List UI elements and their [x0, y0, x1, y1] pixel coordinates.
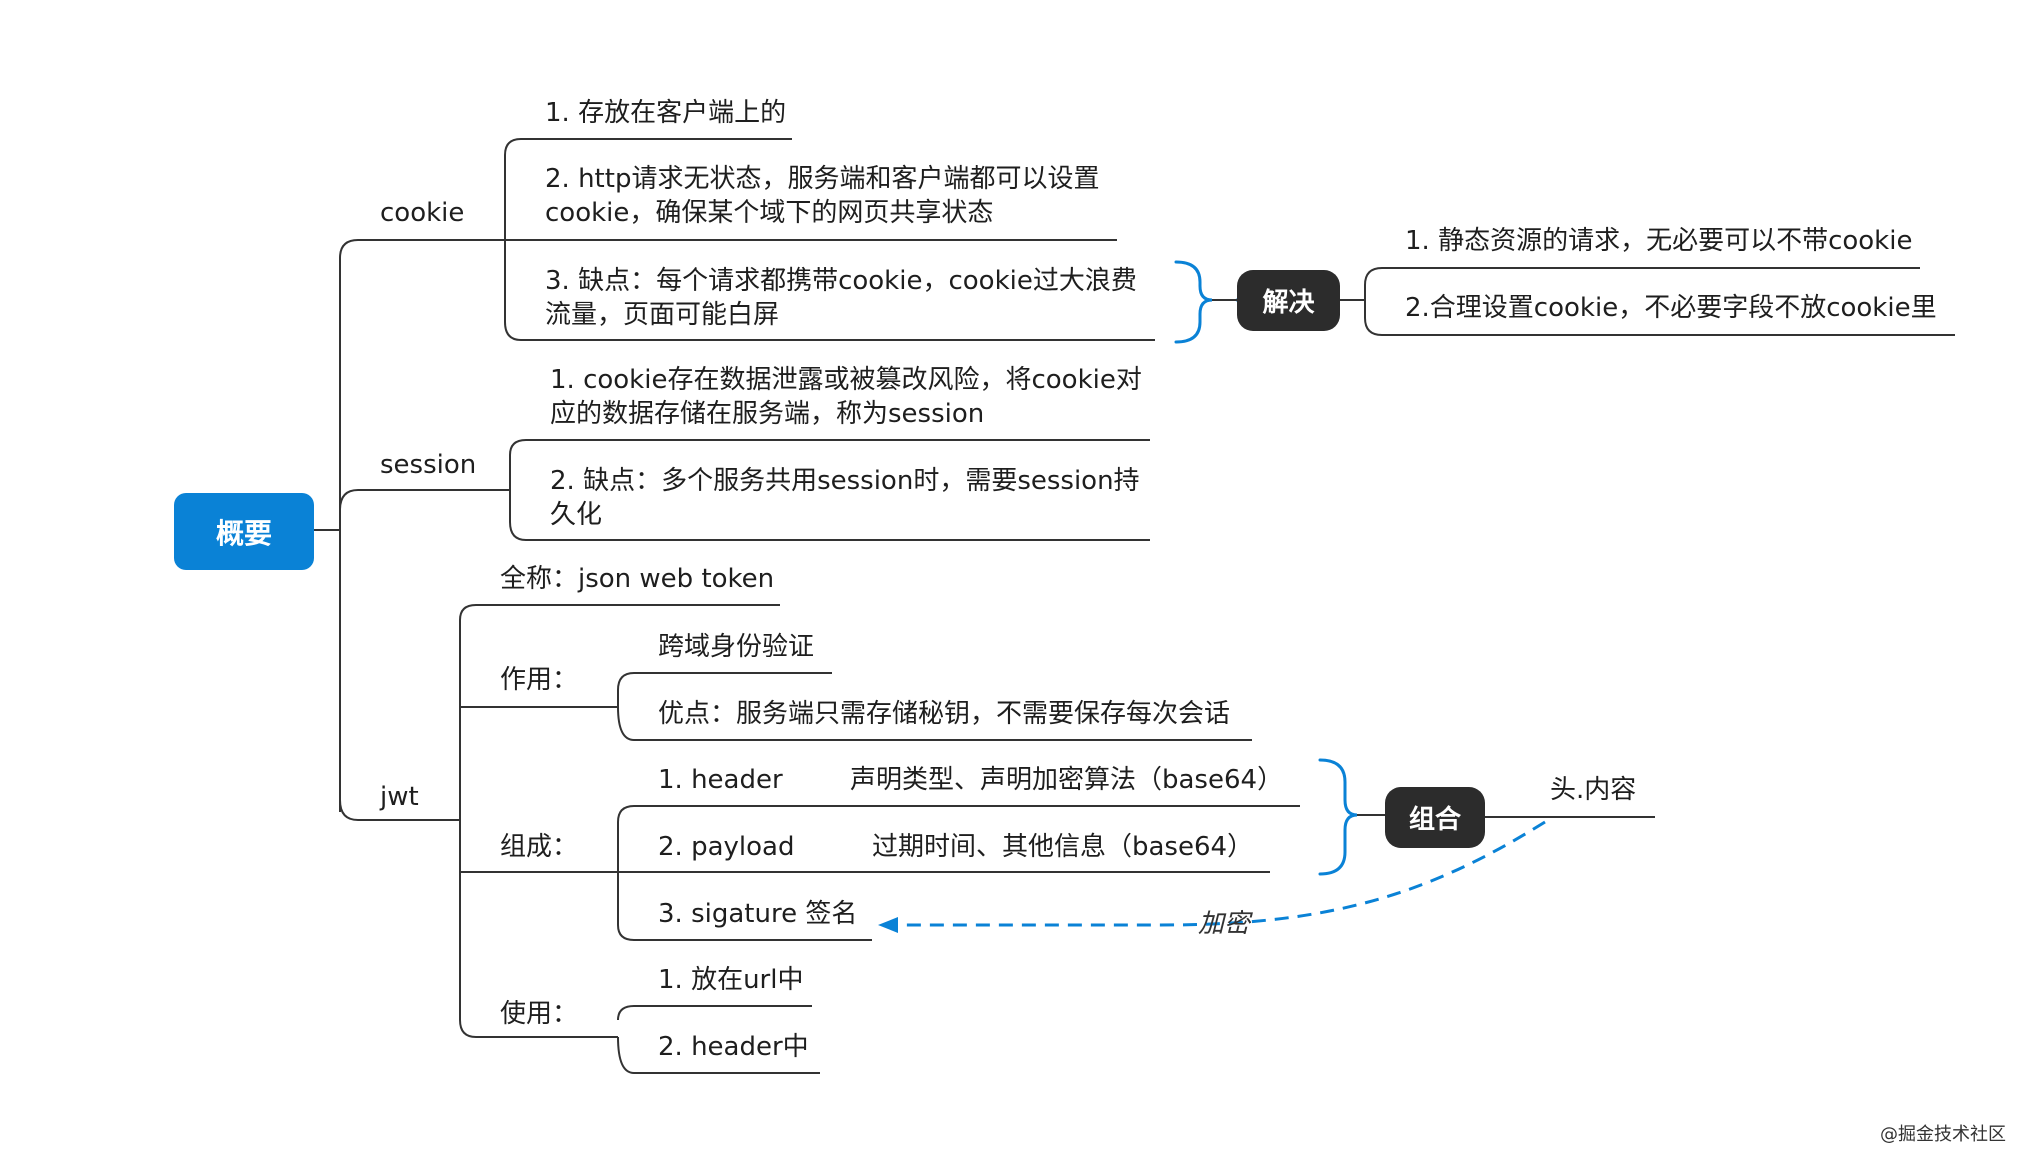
- connector-jwt: [339, 799, 460, 821]
- brace-compose: [1318, 758, 1358, 876]
- underline-usage-1: [617, 1005, 812, 1021]
- usage-item-2: 2. header中: [658, 1032, 809, 1062]
- connector-cookie: [339, 239, 505, 259]
- brace-cookie: [1174, 260, 1213, 344]
- jwt-fullname: 全称：json web token: [500, 564, 775, 594]
- underline-session-2: [509, 521, 1150, 541]
- cookie-item-2: 2. http请求无状态，服务端和客户端都可以设置cookie，确保某个域下的网…: [545, 164, 1100, 228]
- branch-cookie: cookie: [380, 198, 465, 228]
- jwt-compose-label: 组成：: [500, 832, 579, 862]
- underline-use-2: [617, 706, 1252, 741]
- connector-session: [339, 489, 510, 511]
- underline-use-1: [617, 672, 832, 691]
- encrypt-arrowhead: [878, 917, 898, 933]
- compose-header-name: 1. header: [658, 765, 783, 795]
- cookie-item-3: 3. 缺点：每个请求都携带cookie，cookie过大浪费流量，页面可能白屏: [545, 266, 1137, 330]
- jwt-use-item-1: 跨域身份验证: [658, 632, 815, 662]
- solve-node: 解决: [1237, 270, 1340, 331]
- underline-cookie-1: [504, 138, 792, 156]
- root-node: 概要: [174, 493, 314, 570]
- compose-payload-desc: 过期时间、其他信息（base64）: [872, 832, 1254, 862]
- underline-usage-2: [617, 1036, 820, 1074]
- underline-solve-2: [1364, 317, 1955, 336]
- underline-jwt-fullname: [459, 604, 780, 621]
- jwt-usage-label: 使用：: [500, 999, 579, 1029]
- compose-header-desc: 声明类型、声明加密算法（base64）: [850, 765, 1284, 795]
- underline-solve-1: [1364, 267, 1920, 286]
- cookie-item-1: 1. 存放在客户端上的: [545, 98, 787, 128]
- jwt-use-item-2: 优点：服务端只需存储秘钥，不需要保存每次会话: [658, 699, 1231, 729]
- solve-label: 解决: [1262, 288, 1315, 318]
- branch-session: session: [380, 450, 477, 480]
- underline-session-1: [509, 439, 1150, 456]
- combine-node: 组合: [1385, 787, 1485, 848]
- underline-compose-1: [617, 805, 1300, 823]
- session-item-1: 1. cookie存在数据泄露或被篡改风险，将cookie对应的数据存储在服务端…: [550, 365, 1142, 429]
- root-label: 概要: [215, 516, 272, 550]
- solve-item-1: 1. 静态资源的请求，无必要可以不带cookie: [1405, 226, 1913, 256]
- jwt-use-label: 作用：: [500, 665, 579, 695]
- solve-item-2: 2.合理设置cookie，不必要字段不放cookie里: [1405, 293, 1937, 323]
- compose-signature: 3. sigature 签名: [658, 899, 858, 929]
- encrypt-label: 加密: [1198, 909, 1251, 939]
- session-item-2: 2. 缺点：多个服务共用session时，需要session持久化: [550, 466, 1140, 530]
- underline-compose-3: [617, 924, 872, 941]
- underline-jwt-usage: [459, 1019, 618, 1038]
- combine-result: 头.内容: [1550, 775, 1637, 805]
- branch-jwt: jwt: [380, 782, 419, 812]
- usage-item-1: 1. 放在url中: [658, 965, 804, 995]
- compose-payload-name: 2. payload: [658, 832, 795, 862]
- underline-cookie-3: [504, 321, 1155, 341]
- watermark: @掘金技术社区: [1880, 1124, 2006, 1145]
- combine-label: 组合: [1408, 805, 1461, 835]
